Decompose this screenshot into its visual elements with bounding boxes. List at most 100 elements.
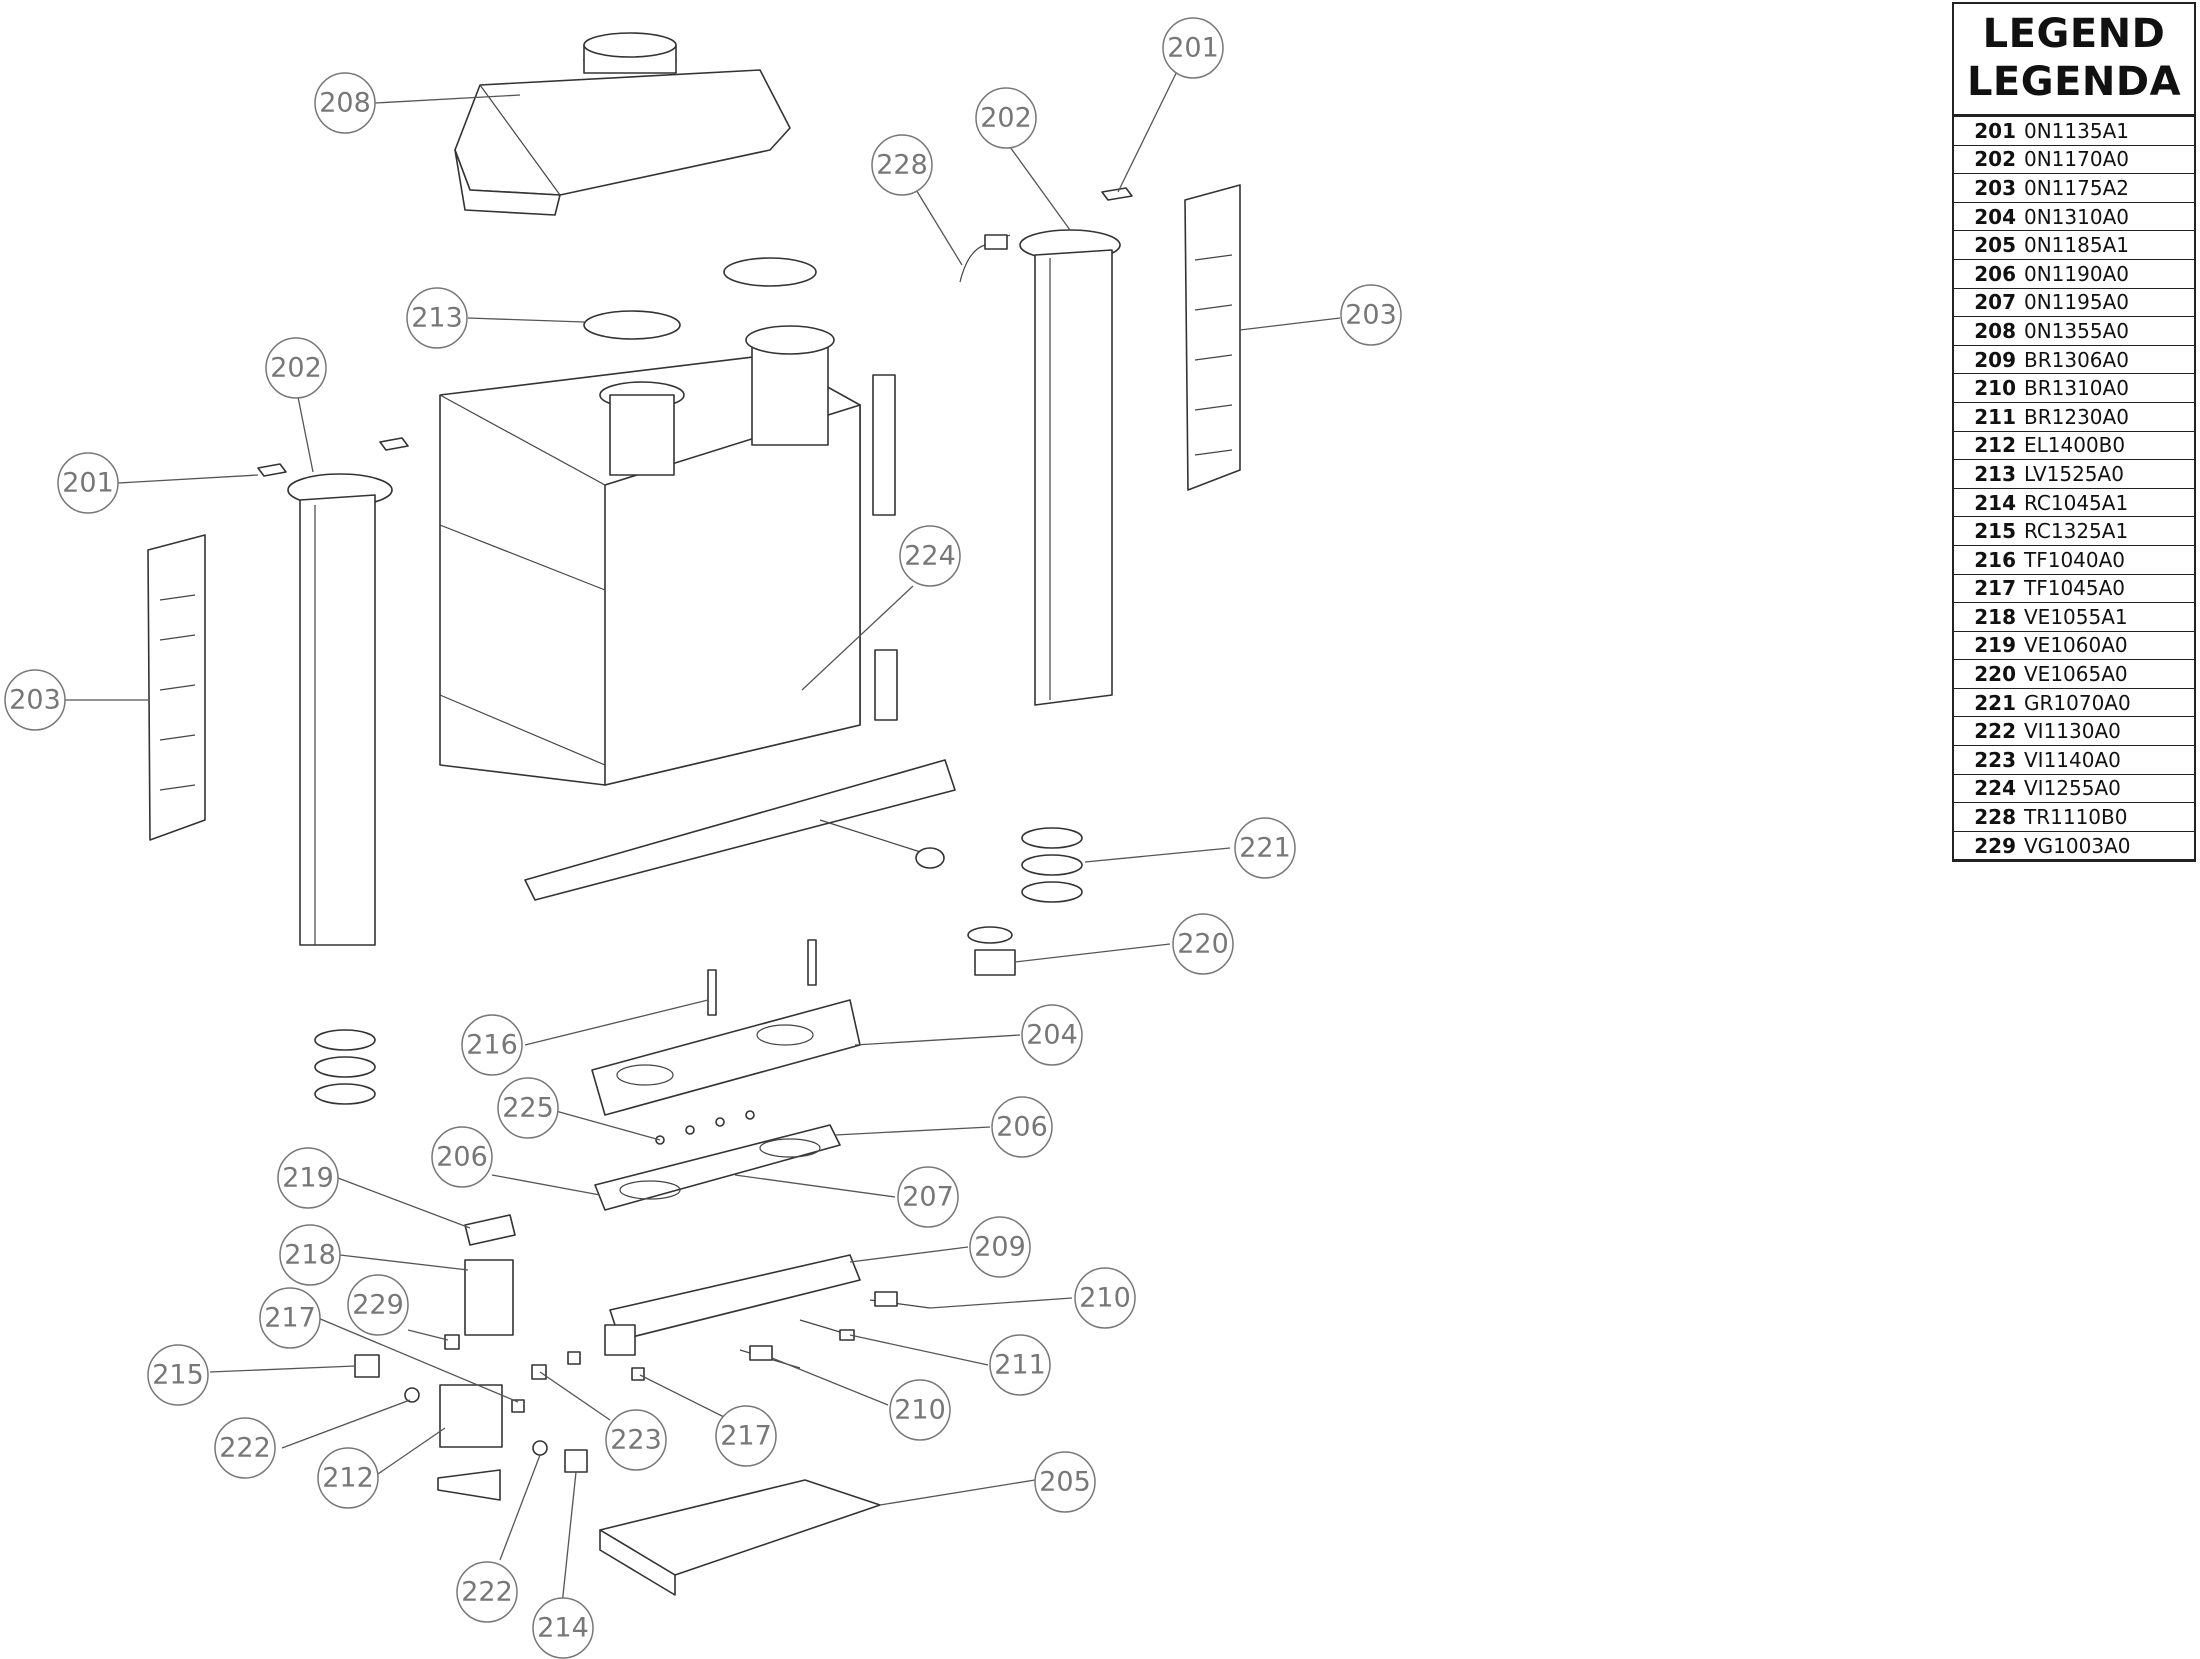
legend-item-code: 224 [1954, 774, 2024, 804]
svg-text:206: 206 [996, 1112, 1048, 1143]
svg-text:214: 214 [537, 1613, 589, 1644]
legend-item-code: 222 [1954, 716, 2024, 747]
svg-text:206: 206 [436, 1142, 488, 1173]
legend-item-code: 209 [1954, 345, 2024, 375]
part-201-right-clip [1101, 187, 1133, 201]
callout-206: 206 [991, 1096, 1053, 1158]
part-222-washer [404, 1387, 548, 1456]
svg-text:225: 225 [502, 1093, 554, 1124]
svg-text:215: 215 [152, 1360, 204, 1391]
part-201-left-clips [257, 437, 409, 477]
part-214-union [564, 1449, 588, 1473]
callout-202: 202 [975, 87, 1037, 149]
legend-part-number: TR1110B0 [2024, 802, 2194, 832]
part-216-electrodes [707, 939, 817, 1016]
callout-228: 228 [871, 134, 933, 196]
part-228-wire [959, 234, 1011, 283]
part-211-pilot [799, 1319, 855, 1341]
svg-text:219: 219 [282, 1163, 334, 1194]
callout-206: 206 [431, 1126, 493, 1188]
legend-item-code: 229 [1954, 831, 2024, 861]
legend-title: LEGEND LEGENDA [1954, 4, 2194, 117]
callout-210: 210 [1074, 1267, 1136, 1329]
legend-part-number: BR1230A0 [2024, 402, 2194, 432]
legend-item-code: 223 [1954, 745, 2024, 775]
boiler-body [439, 325, 956, 901]
part-221-gaskets-left [314, 1029, 376, 1105]
legend-part-number: EL1400B0 [2024, 431, 2194, 461]
callout-222: 222 [214, 1417, 276, 1479]
legend-part-number: VI1130A0 [2024, 716, 2194, 747]
legend-part-number: VE1065A0 [2024, 659, 2194, 689]
legend-title-line1: LEGEND [1982, 11, 2166, 57]
part-203-right-panel [1184, 184, 1241, 491]
svg-text:229: 229 [352, 1290, 404, 1321]
legend-part-number: VI1140A0 [2024, 745, 2194, 775]
svg-text:207: 207 [902, 1182, 954, 1213]
legend-item-code: 210 [1954, 373, 2024, 403]
callout-211: 211 [989, 1334, 1051, 1396]
callout-204: 204 [1021, 1004, 1083, 1066]
legend-part-number: 0N1190A0 [2024, 259, 2194, 289]
svg-text:222: 222 [219, 1433, 271, 1464]
legend-item-code: 213 [1954, 459, 2024, 489]
legend-part-number: 0N1135A1 [2024, 117, 2194, 146]
part-225-nuts [655, 1110, 755, 1145]
part-204-burner-plate [591, 999, 861, 1116]
svg-text:216: 216 [466, 1030, 518, 1061]
part-223-fittings [531, 1351, 581, 1380]
legend-item-code: 215 [1954, 516, 2024, 546]
legend-part-number: 0N1175A2 [2024, 173, 2194, 203]
part-209-burner [604, 1254, 861, 1356]
legend-part-number: RC1325A1 [2024, 516, 2194, 546]
legend-part-number: VI1255A0 [2024, 774, 2194, 804]
part-210-electrode-lower [739, 1345, 801, 1369]
svg-text:209: 209 [974, 1232, 1026, 1263]
svg-text:201: 201 [1167, 33, 1219, 64]
callout-208: 208 [314, 72, 376, 134]
part-213-gaskets [583, 257, 817, 340]
callout-221: 221 [1234, 817, 1296, 879]
callout-205: 205 [1034, 1451, 1096, 1513]
legend-item-code: 214 [1954, 488, 2024, 518]
callout-216: 216 [461, 1014, 523, 1076]
part-221-gaskets-right [1021, 827, 1083, 903]
callout-215: 215 [147, 1344, 209, 1406]
part-210-electrode-upper [869, 1291, 931, 1309]
legend-item-code: 206 [1954, 259, 2024, 289]
svg-text:228: 228 [876, 150, 928, 181]
legend-item-code: 211 [1954, 402, 2024, 432]
legend-item-code: 219 [1954, 631, 2024, 661]
svg-text:217: 217 [720, 1421, 772, 1452]
part-219-cover [464, 1214, 516, 1246]
legend-item-code: 203 [1954, 173, 2024, 203]
legend-item-code: 216 [1954, 545, 2024, 575]
callout-224: 224 [899, 525, 961, 587]
part-218-gas-valve-box [464, 1259, 514, 1336]
part-212-gas-valve [437, 1384, 503, 1501]
legend-part-number: GR1070A0 [2024, 688, 2194, 718]
svg-text:204: 204 [1026, 1020, 1078, 1051]
legend-item-code: 208 [1954, 316, 2024, 346]
legend-part-number: 0N1185A1 [2024, 230, 2194, 260]
legend-item-code: 218 [1954, 602, 2024, 632]
svg-text:208: 208 [319, 88, 371, 119]
